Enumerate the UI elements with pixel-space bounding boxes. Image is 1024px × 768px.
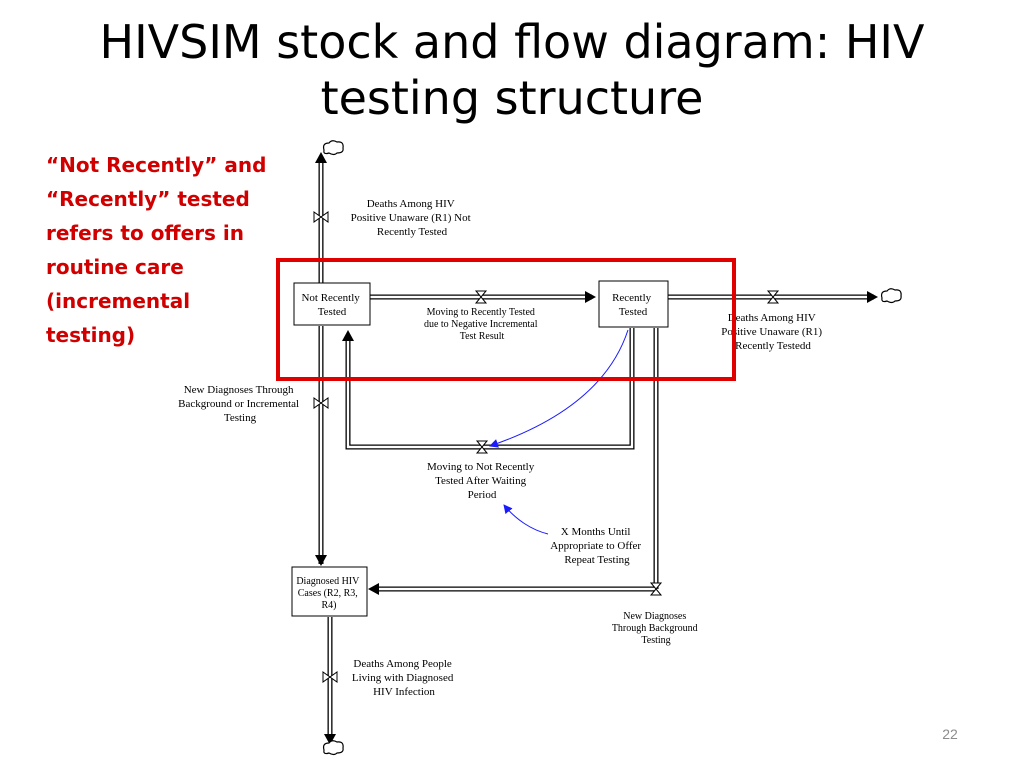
cloud-bottom-icon	[322, 740, 344, 756]
flow-label-line: Period	[468, 489, 497, 501]
stock-label-line: R4)	[322, 600, 337, 611]
slide-title: HIVSIM stock and flow diagram: HIV testi…	[99, 15, 925, 125]
flow-label-line: New Diagnoses	[623, 611, 686, 622]
flow-label-line: Recently Testedd	[735, 340, 811, 352]
cloud-top-icon	[322, 140, 344, 156]
stock-label-recently-tested: Recently Tested	[612, 292, 654, 318]
pipe-arrowheads	[315, 152, 878, 745]
valve-icon	[313, 211, 780, 683]
flow-label-line: Deaths Among HIV	[728, 312, 816, 324]
flow-pipes	[318, 160, 874, 740]
aux-label-line: Repeat Testing	[564, 554, 630, 566]
flow-label-line: Through Background	[612, 623, 698, 634]
flow-label-line: Living with Diagnosed	[352, 672, 454, 684]
aux-label-line: Appropriate to Offer	[550, 540, 641, 552]
aux-label-x-months: X Months Until Appropriate to Offer Repe…	[550, 526, 644, 566]
flow-label-line: Positive Unaware (R1) Not	[351, 212, 471, 224]
flow-label-line: Moving to Recently Tested	[427, 307, 535, 318]
stock-label-line: Diagnosed HIV	[296, 576, 360, 587]
flow-label-line: Test Result	[460, 331, 505, 342]
flow-label-deaths-diagnosed: Deaths Among People Living with Diagnose…	[352, 658, 456, 698]
stock-label-line: Tested	[619, 306, 648, 318]
flow-label-line: Testing	[224, 412, 257, 424]
flow-label-line: Recently Tested	[377, 226, 448, 238]
flow-label-line: Background or Incremental	[178, 398, 299, 410]
info-link-recently-to-moving	[489, 329, 629, 448]
stock-label-not-recently-tested: Not Recently Tested	[301, 292, 362, 318]
flow-label-new-diagnoses-background: New Diagnoses Through Background Testing	[612, 611, 700, 646]
stock-label-line: Recently	[612, 292, 652, 304]
cloud-right-icon	[880, 288, 902, 304]
flow-label-line: Testing	[641, 635, 670, 646]
page-number: 22	[942, 726, 958, 742]
flow-label-deaths-recently: Deaths Among HIV Positive Unaware (R1) R…	[721, 312, 825, 352]
aux-label-line: X Months Until	[561, 526, 631, 538]
stock-label-line: Not Recently	[301, 292, 360, 304]
stock-not-recently-tested	[293, 282, 371, 326]
stock-label-line: Cases (R2, R3,	[298, 588, 358, 599]
highlight-box	[276, 258, 736, 381]
stock-label-diagnosed-hiv-cases: Diagnosed HIV Cases (R2, R3, R4)	[296, 576, 361, 611]
annotation-note: “Not Recently” and “Recently” tested ref…	[46, 153, 267, 347]
flow-label-moving-to-not-recently: Moving to Not Recently Tested After Wait…	[427, 461, 537, 501]
stock-recently-tested	[598, 280, 669, 328]
stock-diagnosed-hiv-cases	[291, 566, 368, 617]
flow-label-moving-to-recently: Moving to Recently Tested due to Negativ…	[424, 307, 540, 342]
flow-label-line: Deaths Among HIV	[367, 198, 455, 210]
flow-label-line: Moving to Not Recently	[427, 461, 535, 473]
flow-label-line: Deaths Among People	[353, 658, 451, 670]
flow-label-line: Tested After Waiting	[435, 475, 527, 487]
info-link-xmonths-to-moving	[503, 504, 549, 535]
flow-label-deaths-not-recently: Deaths Among HIV Positive Unaware (R1) N…	[351, 198, 474, 238]
flow-label-line: New Diagnoses Through	[184, 384, 294, 396]
flow-label-new-diagnoses-incremental: New Diagnoses Through Background or Incr…	[178, 384, 302, 424]
flow-label-line: due to Negative Incremental	[424, 319, 538, 330]
flow-label-line: Positive Unaware (R1)	[721, 326, 822, 338]
flow-label-line: HIV Infection	[373, 686, 435, 698]
stock-label-line: Tested	[318, 306, 347, 318]
